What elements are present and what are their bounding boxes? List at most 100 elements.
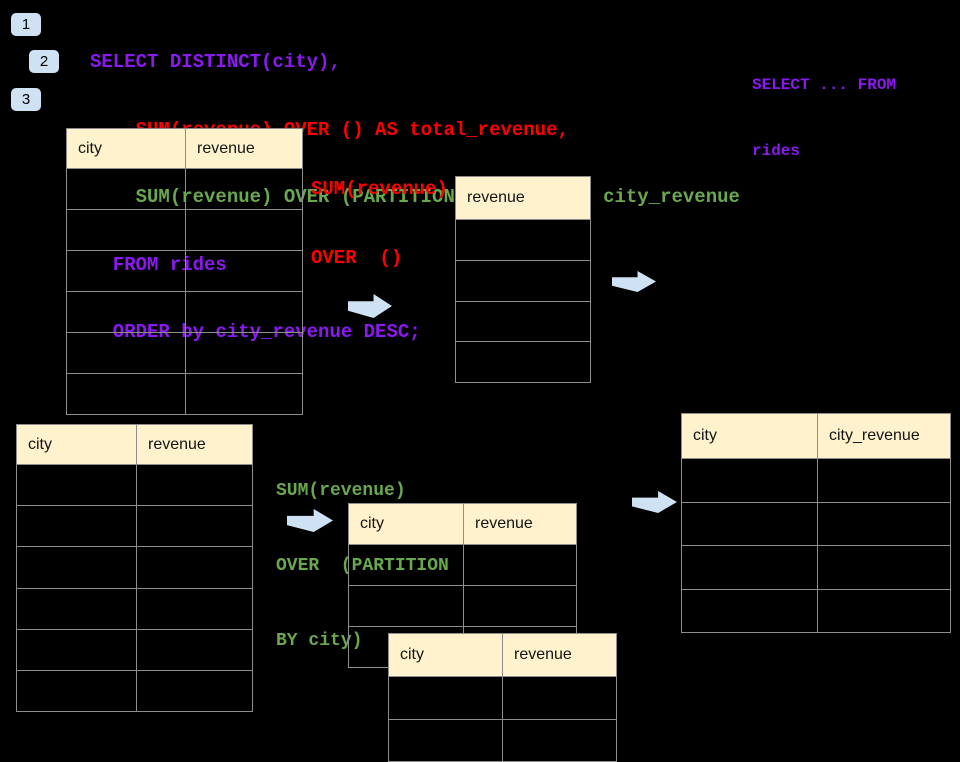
table-row	[17, 465, 252, 507]
column-header-revenue: revenue	[467, 189, 525, 206]
table-row	[682, 459, 950, 503]
column-header-revenue: revenue	[475, 515, 533, 532]
table-row	[682, 546, 950, 590]
sql-line-select: SELECT DISTINCT(city),	[90, 51, 341, 73]
column-header-city: city	[389, 634, 503, 676]
side-note-line-1: SELECT ... FROM	[752, 76, 897, 94]
table-header-row: city revenue	[389, 634, 616, 677]
table-row	[456, 261, 590, 302]
column-header-city: city	[349, 504, 464, 544]
table-cell	[349, 545, 464, 585]
table-cell	[682, 502, 818, 545]
step-badge-3: 3	[11, 88, 41, 111]
side-note: SELECT ... FROM rides	[752, 30, 896, 184]
table-cell	[389, 677, 503, 719]
table-header-row: city revenue	[349, 504, 576, 545]
table-cell	[682, 546, 818, 589]
sql-line-from: FROM rides	[90, 253, 227, 276]
side-note-line-2: rides	[752, 142, 801, 160]
table-cell	[137, 465, 252, 505]
table-cell	[503, 677, 616, 719]
table-row	[17, 670, 252, 712]
table-body	[67, 169, 302, 414]
partition-annotation-line-2: OVER (PARTITION	[276, 556, 449, 576]
table-row	[67, 333, 302, 374]
step-badge-1: 1	[11, 13, 41, 36]
table-row	[17, 506, 252, 548]
table-cell	[682, 459, 818, 502]
table-cell	[137, 506, 252, 546]
table-row	[17, 588, 252, 630]
table-cell	[456, 302, 590, 342]
table-cell	[17, 547, 137, 588]
table-cell	[818, 503, 950, 546]
table-cell	[67, 292, 186, 332]
partition-annotation-line-1: SUM(revenue)	[276, 481, 406, 501]
table-partition-front: city revenue	[388, 633, 617, 762]
table-cell	[503, 720, 616, 762]
table-body	[17, 465, 252, 712]
total-revenue-annotation: SUM(revenue) OVER ()	[311, 132, 448, 293]
table-row	[17, 629, 252, 671]
table-cell	[186, 251, 302, 291]
table-cell	[137, 547, 252, 587]
table-cell	[186, 333, 302, 373]
column-header-revenue: revenue	[148, 435, 206, 453]
table-row	[456, 220, 590, 261]
table-row	[67, 251, 302, 292]
table-header-row: revenue	[456, 177, 590, 220]
table-cell	[186, 210, 302, 250]
table-cell	[349, 586, 464, 626]
table-row	[349, 545, 576, 586]
table-cell	[682, 589, 818, 632]
table-cell	[818, 459, 950, 502]
table-cell	[137, 589, 252, 629]
table-cell	[17, 506, 137, 547]
column-header-revenue: revenue	[197, 139, 255, 157]
table-cell	[186, 374, 302, 414]
table-cell	[464, 586, 576, 626]
column-header-city: city	[17, 425, 137, 464]
total-revenue-annotation-line-1: SUM(revenue)	[311, 178, 448, 200]
total-revenue-annotation-line-2: OVER ()	[311, 247, 403, 269]
table-cell	[67, 251, 186, 291]
table-cell	[818, 546, 950, 589]
table-row	[67, 210, 302, 251]
table-row	[67, 169, 302, 210]
table-cell	[17, 670, 137, 712]
table-header-row: city city_revenue	[682, 414, 950, 459]
table-partition-back: city revenue	[348, 503, 577, 668]
table-cell	[17, 629, 137, 670]
table-row	[349, 586, 576, 627]
table-row	[67, 292, 302, 333]
table-cell	[17, 465, 137, 506]
table-cell	[67, 210, 186, 250]
table-cell	[389, 720, 503, 762]
table-row	[682, 589, 950, 632]
table-cell	[456, 261, 590, 301]
table-cell	[456, 220, 590, 260]
table-row	[682, 502, 950, 546]
table-row	[389, 677, 616, 720]
column-header-city: city	[67, 129, 186, 168]
table-cell	[137, 630, 252, 670]
table-cell	[67, 169, 186, 209]
table-row	[17, 547, 252, 589]
table-row	[456, 342, 590, 382]
table-source-top: city revenue	[66, 128, 303, 415]
table-row	[67, 374, 302, 414]
table-body	[682, 459, 950, 632]
table-cell	[137, 671, 252, 711]
column-header-city-revenue: city_revenue	[829, 427, 920, 444]
table-cell	[186, 169, 302, 209]
table-cell	[186, 292, 302, 332]
table-cell	[67, 333, 186, 373]
table-cell	[456, 342, 590, 382]
table-cell	[17, 588, 137, 629]
step-badge-2: 2	[29, 50, 59, 73]
table-total-revenue-result: revenue	[455, 176, 591, 383]
table-row	[456, 302, 590, 343]
table-final-result: city city_revenue	[681, 413, 951, 633]
table-header-row: city revenue	[67, 129, 302, 169]
column-header-city: city	[682, 414, 818, 458]
